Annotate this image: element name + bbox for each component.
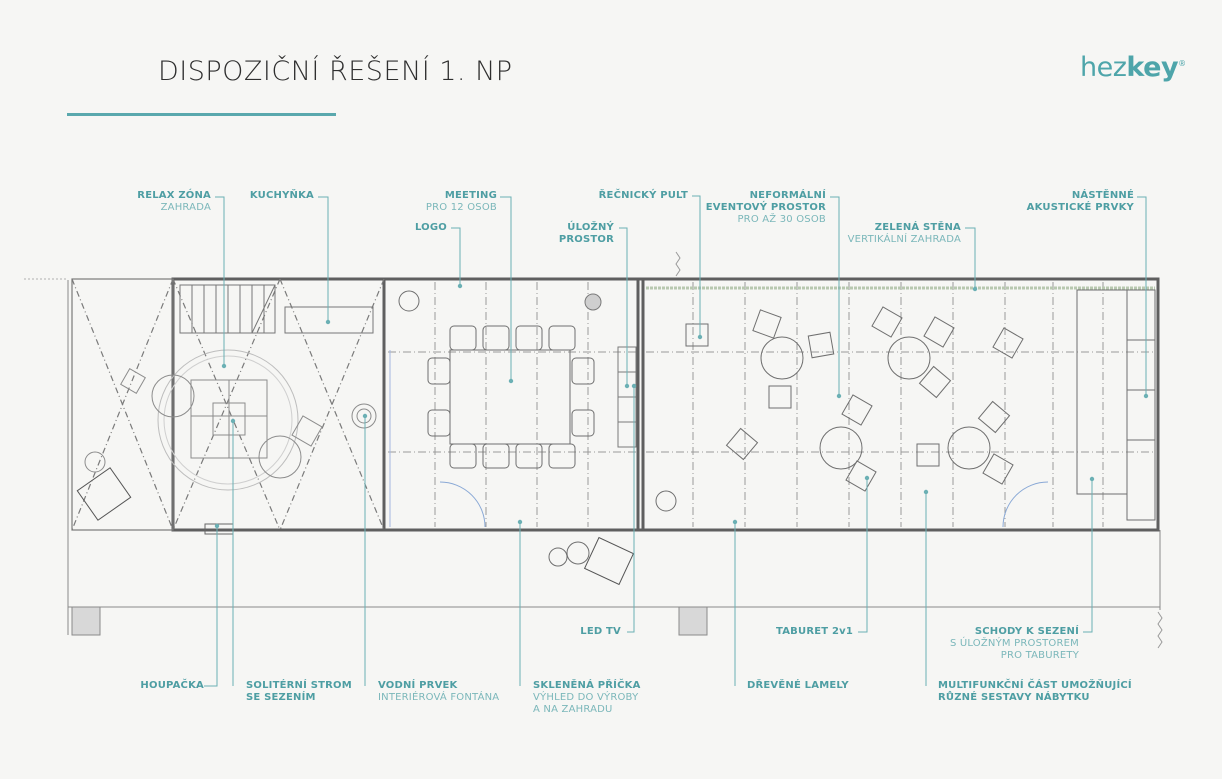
label-taburet: TABURET 2v1 bbox=[776, 626, 853, 638]
logo-light: hez bbox=[1080, 52, 1127, 83]
leader-dots bbox=[214, 283, 1149, 529]
meeting-table bbox=[398, 290, 595, 469]
brand-logo: hezkey® bbox=[1080, 52, 1186, 83]
label-relax-title: RELAX ZÓNA bbox=[137, 190, 211, 201]
label-green-title: ZELENÁ STĚNA bbox=[874, 222, 961, 233]
label-meeting-sub: PRO 12 OSOB bbox=[425, 202, 497, 213]
label-acoustic-line1: NÁSTĚNNÉ bbox=[1071, 190, 1134, 201]
label-stairs-sub1: S ÚLOŽNÝM PROSTOREM bbox=[949, 638, 1079, 649]
label-lamely: DŘEVĚNÉ LAMELY bbox=[747, 680, 849, 692]
doors bbox=[389, 350, 1049, 528]
logo-bold: key bbox=[1126, 52, 1179, 83]
label-ledtv-title: LED TV bbox=[580, 626, 621, 637]
terrace bbox=[67, 280, 1161, 635]
label-taburet-title: TABURET 2v1 bbox=[776, 626, 853, 637]
storage-cabinet bbox=[584, 293, 637, 448]
label-green-sub: VERTIKÁLNÍ ZAHRADA bbox=[847, 234, 961, 245]
walls bbox=[171, 277, 1160, 532]
event-furniture bbox=[655, 289, 1156, 521]
label-relax-sub: ZAHRADA bbox=[160, 202, 211, 213]
label-stairs-title: SCHODY K SEZENÍ bbox=[974, 626, 1079, 637]
logo-registered-mark: ® bbox=[1178, 59, 1186, 68]
label-kitchen-title: KUCHYŇKA bbox=[249, 190, 314, 201]
page-title: DISPOZIČNÍ ŘEŠENÍ 1. NP bbox=[158, 56, 513, 87]
foundation-block-left bbox=[71, 606, 101, 636]
foundation-block-mid bbox=[678, 606, 708, 636]
label-swing: HOUPAČKA bbox=[140, 680, 204, 692]
label-multi-line2: RŮZNÉ SESTAVY NÁBYTKU bbox=[938, 692, 1090, 703]
label-glass-sub2: A NA ZAHRADU bbox=[533, 704, 613, 715]
terrain-zigzag-left bbox=[675, 251, 681, 277]
label-tree-line2: SE SEZENÍM bbox=[246, 692, 316, 703]
label-logo: LOGO bbox=[415, 222, 447, 234]
label-lectern-title: ŘEČNICKÝ PULT bbox=[598, 190, 688, 201]
relax-zone bbox=[76, 349, 377, 535]
title-underline bbox=[67, 113, 336, 116]
label-meeting-title: MEETING bbox=[444, 190, 497, 201]
label-storage-line2: PROSTOR bbox=[558, 234, 614, 245]
lamella-lines bbox=[388, 282, 1155, 527]
label-lectern: ŘEČNICKÝ PULT bbox=[599, 190, 688, 202]
label-multi-line1: MULTIFUNKČNÍ ČÁST UMOŽŇUJÍCÍ bbox=[938, 680, 1132, 691]
label-tree-line1: SOLITÉRNÍ STROM bbox=[246, 680, 352, 691]
terrain-zigzag-right bbox=[1157, 611, 1163, 649]
label-event-line2: EVENTOVÝ PROSTOR bbox=[705, 202, 826, 213]
label-swing-title: HOUPAČKA bbox=[140, 680, 204, 691]
label-event-line1: NEFORMÁLNÍ bbox=[749, 190, 826, 201]
kitchen-stairs bbox=[179, 284, 374, 334]
label-event-sub: PRO AŽ 30 OSOB bbox=[737, 214, 826, 225]
leader-lines bbox=[204, 195, 1147, 687]
label-water-title: VODNÍ PRVEK bbox=[378, 680, 458, 691]
label-glass-title: SKLENĚNÁ PŘÍČKA bbox=[533, 680, 641, 691]
label-storage-line1: ÚLOŽNÝ bbox=[567, 222, 614, 233]
label-glass-sub1: VÝHLED DO VÝROBY bbox=[533, 692, 639, 703]
label-stairs-sub2: PRO TABURETY bbox=[1000, 650, 1079, 661]
label-lamely-title: DŘEVĚNÉ LAMELY bbox=[747, 680, 849, 691]
label-water-sub: INTERIÉROVÁ FONTÁNA bbox=[378, 692, 500, 703]
outdoor-furniture bbox=[548, 536, 635, 586]
label-acoustic-line2: AKUSTICKÉ PRVKY bbox=[1026, 202, 1134, 213]
label-logo-title: LOGO bbox=[414, 222, 447, 233]
label-kitchen: KUCHYŇKA bbox=[250, 190, 314, 202]
label-led-tv: LED TV bbox=[580, 626, 621, 638]
pergola-frame bbox=[71, 278, 385, 531]
